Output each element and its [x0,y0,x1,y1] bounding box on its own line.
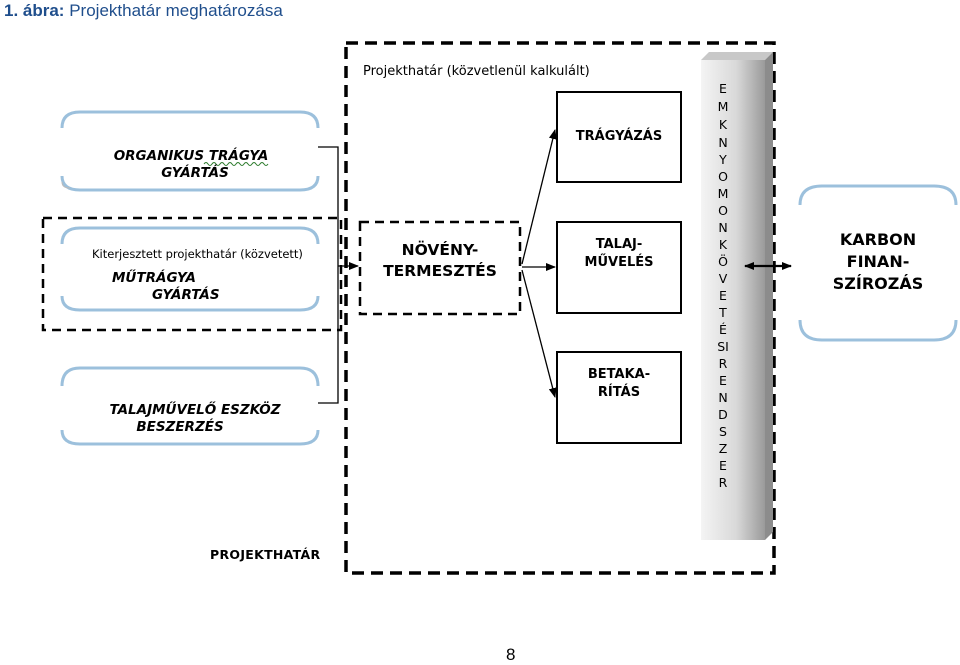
karbon-card [798,184,958,342]
page-number: 8 [506,645,516,664]
vertical-bar-top [701,52,773,60]
spellcheck-underline [203,162,269,166]
bar-letter: M [717,186,729,201]
bar-letter: E [719,373,727,388]
central-box [358,220,522,316]
karbon-finanszirozas: KARBON FINAN- SZÍROZÁS [808,229,948,295]
input-organikus-line1: ORGANIKUS TRÁGYA [113,148,269,164]
bar-letter: R [718,475,728,490]
input-mutragya-line2: GYÁRTÁS [152,287,220,303]
central-novenytermesztes: NÖVÉNY- TERMESZTÉS [360,240,520,282]
bar-letter: K [718,237,728,252]
activity-tragyazas: TRÁGYÁZÁS [557,128,681,146]
input-bracket [318,146,339,404]
input-talajmuvelo: TALAJMŰVELŐ ESZKÖZ BESZERZÉS [80,402,310,436]
bar-letter: N [718,135,728,150]
vertical-bar-side [765,52,773,540]
bar-letter: Y [719,152,727,167]
extended-boundary-box [41,216,343,332]
bar-letter: O [718,203,728,218]
activity-talajmuveles: TALAJ- MŰVELÉS [557,236,681,272]
input-talajmuvelo-line2: BESZERZÉS [136,419,224,435]
bar-letter: S [719,424,727,439]
input-organikus: ORGANIKUS TRÁGYA GYÁRTÁS [86,148,296,182]
activity-tragyazas-line1: TRÁGYÁZÁS [575,129,663,144]
bar-letter: Ö [718,254,728,269]
vertical-bar [701,60,765,540]
activity-betakaritas-line1: BETAKA- [587,367,651,382]
bar-letter: N [718,220,728,235]
central-line1: NÖVÉNY- [401,241,479,259]
bar-letter: T [719,305,727,320]
activity-betakaritas: BETAKA- RÍTÁS [557,366,681,402]
extended-boundary-label: Kiterjesztett projekthatár (közvetett) [92,247,303,261]
activity-talajmuveles-line2: MŰVELÉS [584,255,654,270]
bar-letter: D [718,407,728,422]
arrow-to-betakaritas [521,269,557,398]
bar-letter: O [718,169,728,184]
karbon-line2: FINAN- [846,252,910,271]
input-talajmuvelo-line1: TALAJMŰVELŐ ESZKÖZ [109,402,281,418]
input-card-mutragya [60,226,320,312]
project-boundary-label: PROJEKTHATÁR [210,547,321,562]
arrow-to-tragyazas [521,129,557,265]
activity-box-tragyazas [556,91,682,183]
direct-boundary-label: Projekthatár (közvetlenül kalkulált) [363,64,590,79]
input-organikus-line2: GYÁRTÁS [161,165,229,181]
project-boundary-box [344,41,776,575]
activity-talajmuveles-line1: TALAJ- [595,237,643,252]
bar-letter: É [719,322,727,337]
karbon-line1: KARBON [839,230,917,249]
input-mutragya-line1: MŰTRÁGYA [112,270,196,286]
caption-title: Projekthatár meghatározása [69,1,283,20]
vertical-bar-text: E M K N Y O M O N K Ö V E T É SI R E N D… [713,80,737,491]
figure-caption: 1. ábra: Projekthatár meghatározása [4,0,283,22]
bar-letter: E [719,81,727,96]
bar-letter: N [718,390,728,405]
bar-letter: E [719,288,727,303]
bar-letter: SI [717,339,729,354]
central-line2: TERMESZTÉS [383,262,497,280]
caption-number: 1. ábra: [4,1,65,20]
bar-letter: E [719,458,727,473]
activity-box-betakaritas [556,351,682,444]
bar-letter: Z [718,441,728,456]
bar-letter: K [718,117,728,132]
bar-letter: V [718,271,728,286]
input-card-talajmuvelo [60,366,320,446]
input-card-organikus [60,110,320,192]
bar-letter: R [718,356,728,371]
karbon-line3: SZÍROZÁS [832,274,924,293]
activity-box-talajmuveles [556,221,682,314]
bar-letter: M [717,99,729,114]
activity-betakaritas-line2: RÍTÁS [597,385,641,400]
input-mutragya: MŰTRÁGYA GYÁRTÁS [108,270,228,304]
